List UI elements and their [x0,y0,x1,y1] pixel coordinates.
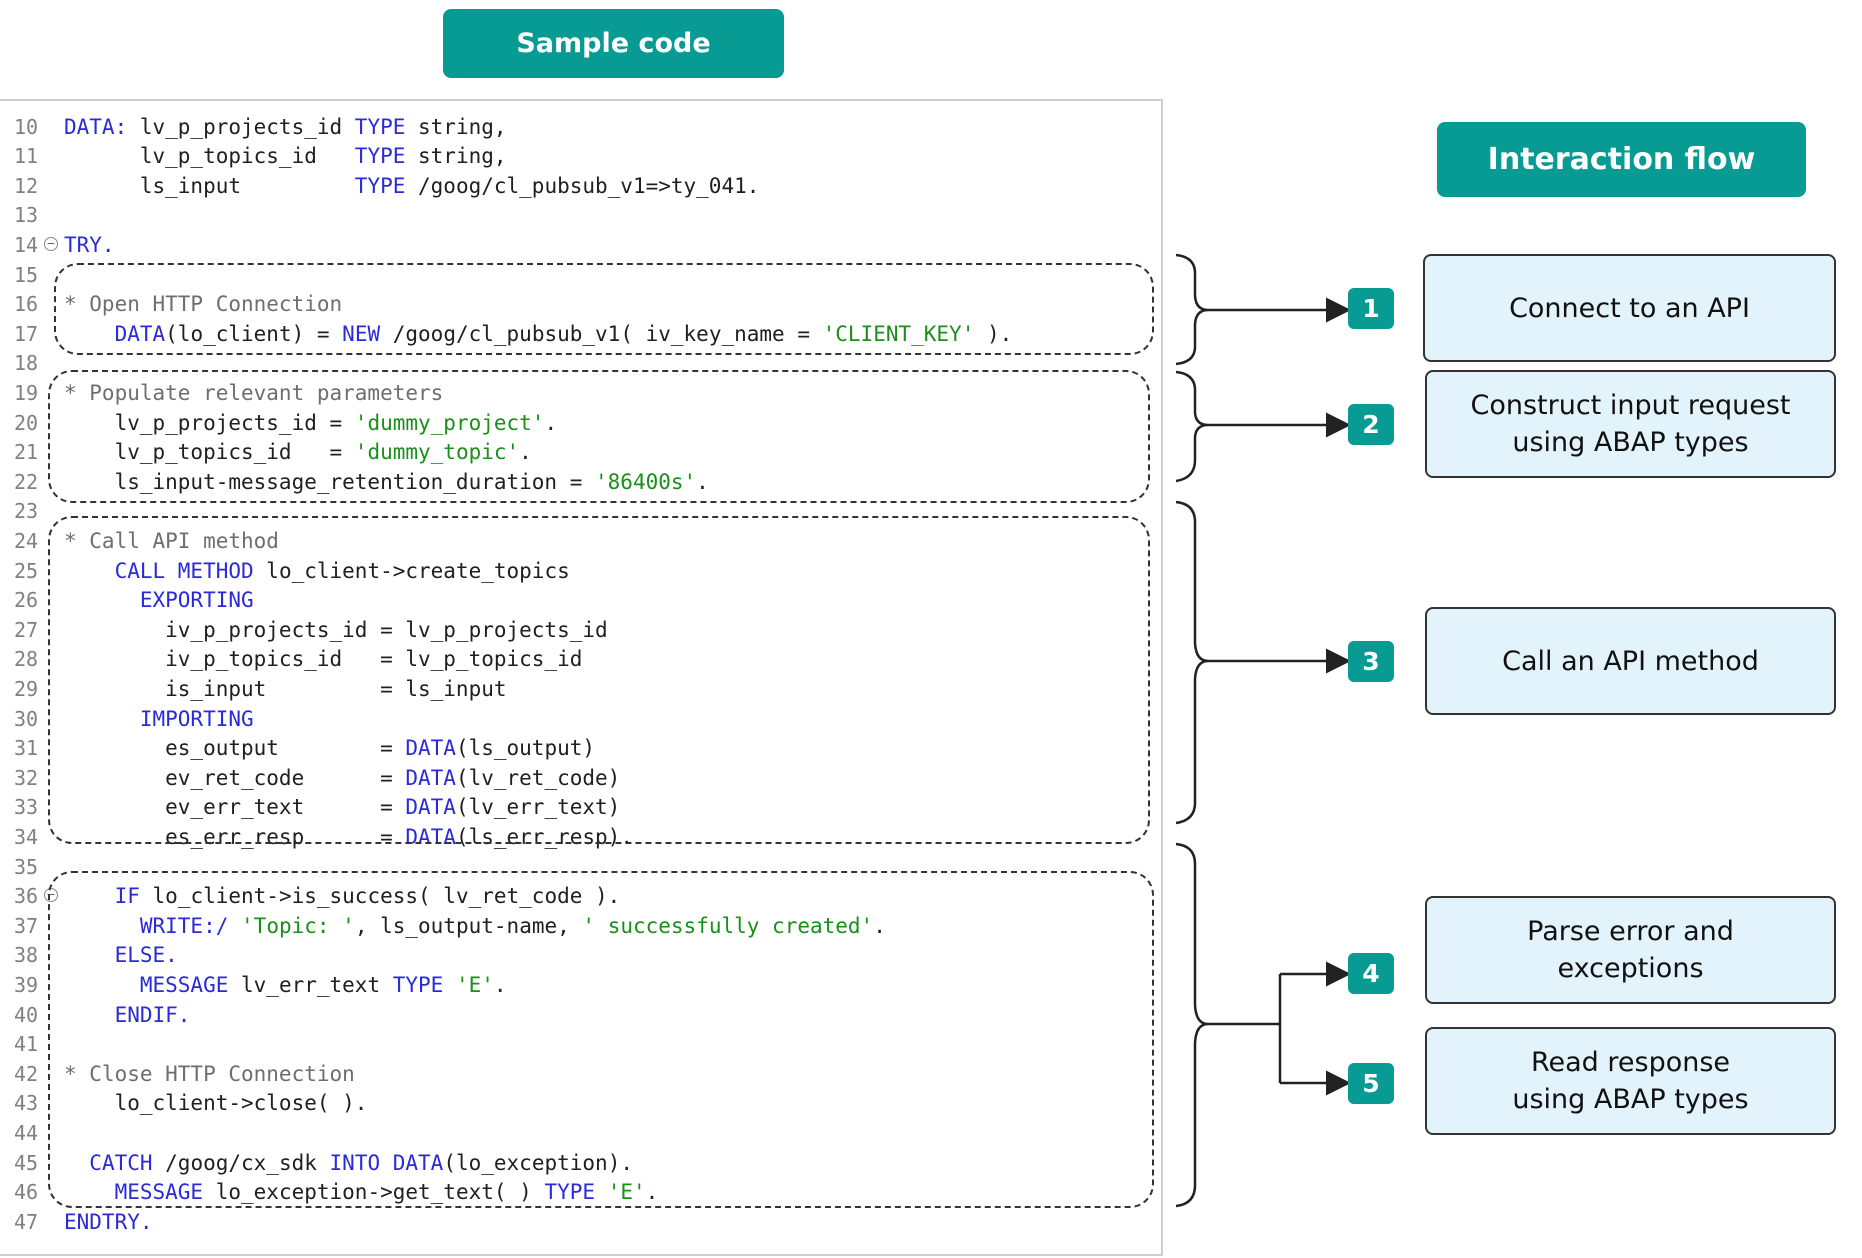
flow-step-parse: Parse error and exceptions [1425,896,1836,1004]
flow-step-construct: Construct input request using ABAP types [1425,370,1836,478]
bracket-4-5 [1176,844,1208,1206]
flow-step-label: Construct input request using ABAP types [1466,387,1796,461]
bracket-3 [1176,502,1208,823]
bracket-1 [1176,255,1208,364]
step-badge-2: 2 [1348,404,1394,445]
step-badge-1: 1 [1348,288,1394,329]
flow-step-read: Read response using ABAP types [1425,1027,1836,1135]
step-badge-5: 5 [1348,1063,1394,1104]
flow-step-label: Call an API method [1502,643,1759,680]
step-badge-4: 4 [1348,953,1394,994]
flow-step-connect: Connect to an API [1423,254,1836,362]
step-badge-3: 3 [1348,641,1394,682]
flow-step-label: Parse error and exceptions [1506,913,1756,987]
flow-step-label: Connect to an API [1509,290,1750,327]
flow-step-call: Call an API method [1425,607,1836,715]
bracket-2 [1176,372,1208,481]
flow-step-label: Read response using ABAP types [1501,1044,1761,1118]
